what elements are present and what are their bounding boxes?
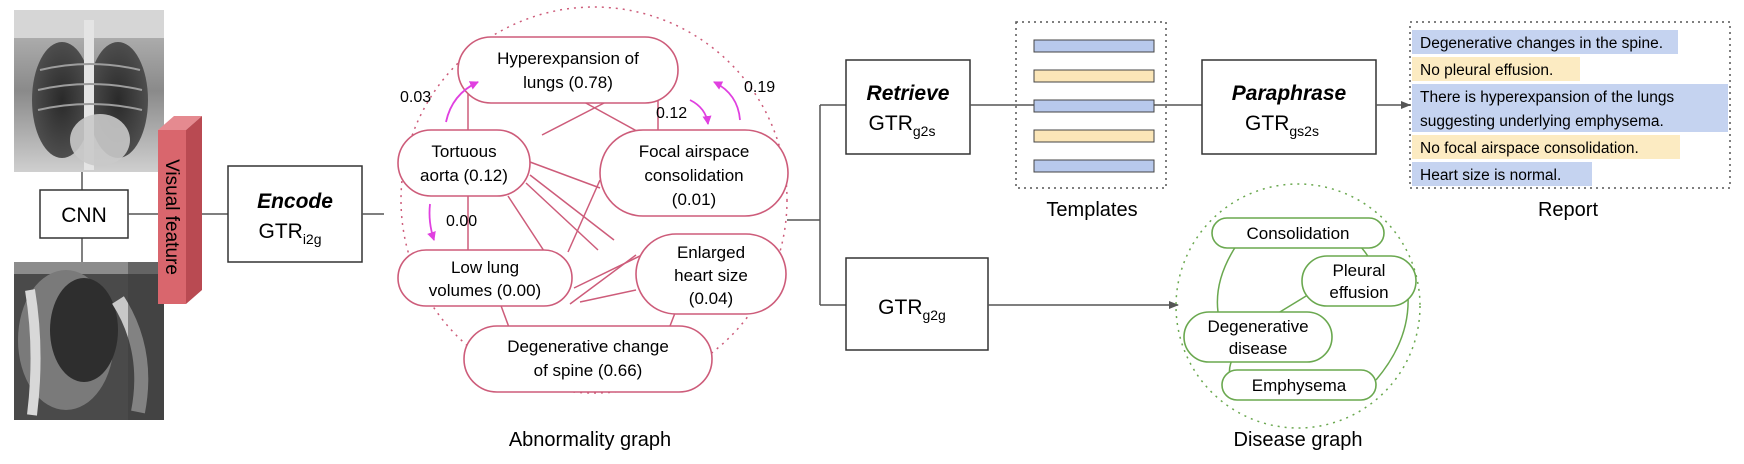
report-highlight-5: [1412, 162, 1592, 186]
report-highlight-1: [1412, 30, 1678, 54]
retrieve-gtr: GTRg2s: [869, 112, 936, 139]
edge-weight-1: 0.03: [400, 89, 431, 106]
cnn-box: CNN: [39, 189, 129, 239]
report-line-4: suggesting underlying emphysema.: [1420, 113, 1664, 130]
node-degenerative-line2: of spine (0.66): [534, 361, 643, 380]
node-tortuous-aorta: Tortuous aorta (0.12): [397, 129, 531, 197]
report-line-2: No pleural effusion.: [1420, 62, 1553, 79]
edge-weight-2: 0.19: [744, 79, 775, 96]
g2g-box: GTRg2g: [845, 257, 989, 351]
edge-weight-4: 0.00: [446, 213, 477, 230]
node-emphysema-label: Emphysema: [1252, 376, 1347, 395]
template-bar-2: [1033, 69, 1155, 83]
branch-connectors: [787, 104, 846, 306]
node-tortuous-line1: Tortuous: [431, 142, 496, 161]
node-pleural-line1: Pleural: [1333, 261, 1386, 280]
node-hyperexpansion-line1: Hyperexpansion of: [497, 49, 639, 68]
node-degenerative-disease-line2: disease: [1229, 339, 1288, 358]
template-bar-1: [1033, 39, 1155, 53]
cnn-label: CNN: [61, 204, 107, 227]
node-pleural-effusion: Pleural effusion: [1301, 255, 1417, 307]
abnormality-graph-caption: Abnormality graph: [509, 429, 671, 451]
node-tortuous-line2: aorta (0.12): [420, 166, 508, 185]
template-bar-5: [1033, 159, 1155, 173]
edge-weight-3: 0.12: [656, 105, 687, 122]
visual-feature-label: Visual feature: [161, 159, 182, 275]
node-enlarged-heart: Enlarged heart size (0.04): [635, 233, 787, 315]
retrieve-box: Retrieve GTRg2s: [845, 59, 971, 155]
node-heart-line3: (0.04): [689, 289, 733, 308]
paraphrase-gtr: GTRgs2s: [1245, 112, 1319, 139]
report-caption: Report: [1538, 199, 1598, 221]
node-focal-line3: (0.01): [672, 190, 716, 209]
g2g-gtr: GTRg2g: [878, 296, 946, 323]
node-hyperexpansion-line2: lungs (0.78): [523, 73, 613, 92]
node-degenerative-line1: Degenerative change: [507, 337, 669, 356]
paraphrase-title: Paraphrase: [1232, 82, 1347, 105]
node-focal-airspace: Focal airspace consolidation (0.01): [599, 129, 789, 217]
node-degenerative-spine: Degenerative change of spine (0.66): [463, 325, 713, 393]
encode-gtr: GTRi2g: [258, 220, 321, 247]
node-low-lung-line2: volumes (0.00): [429, 281, 541, 300]
encode-title: Encode: [257, 190, 333, 213]
attention-arrows: [427, 81, 741, 241]
xray-lateral-image: [14, 262, 164, 420]
node-focal-line1: Focal airspace: [639, 142, 750, 161]
node-focal-line2: consolidation: [644, 166, 743, 185]
node-pleural-line2: effusion: [1329, 283, 1388, 302]
node-consolidation: Consolidation: [1211, 217, 1385, 249]
disease-graph-caption: Disease graph: [1234, 429, 1363, 451]
report-box: Degenerative changes in the spine. No pl…: [1409, 21, 1731, 221]
report-line-3: There is hyperexpansion of the lungs: [1420, 89, 1674, 106]
node-consolidation-label: Consolidation: [1246, 224, 1349, 243]
report-highlight-4: [1412, 135, 1680, 159]
node-low-lung-volumes: Low lung volumes (0.00): [397, 249, 573, 307]
node-hyperexpansion: Hyperexpansion of lungs (0.78): [457, 36, 679, 104]
report-line-1: Degenerative changes in the spine.: [1420, 35, 1663, 52]
node-degenerative-disease: Degenerative disease: [1183, 311, 1333, 363]
abnormality-graph-boundary: [400, 6, 788, 394]
paraphrase-box: Paraphrase GTRgs2s: [1201, 59, 1377, 155]
abnormality-graph: Hyperexpansion of lungs (0.78) Tortuous …: [397, 6, 789, 451]
retrieve-title: Retrieve: [867, 82, 950, 105]
report-highlight-2: [1412, 57, 1580, 81]
disease-graph: Consolidation Pleural effusion Degenerat…: [1175, 183, 1421, 451]
xray-frontal-image: [14, 10, 164, 172]
encode-box: Encode GTRi2g: [227, 165, 363, 263]
disease-graph-boundary: [1175, 183, 1421, 429]
node-emphysema: Emphysema: [1221, 369, 1377, 401]
node-degenerative-disease-line1: Degenerative: [1207, 317, 1308, 336]
report-line-6: Heart size is normal.: [1420, 167, 1561, 184]
templates-caption: Templates: [1046, 199, 1137, 221]
template-bar-3: [1033, 99, 1155, 113]
node-heart-line2: heart size: [674, 266, 748, 285]
visual-feature-block: Visual feature: [158, 116, 202, 304]
templates-box: Templates: [1015, 21, 1167, 221]
report-highlight-3: [1412, 84, 1728, 132]
node-heart-line1: Enlarged: [677, 243, 745, 262]
report-line-5: No focal airspace consolidation.: [1420, 140, 1639, 157]
template-bar-4: [1033, 129, 1155, 143]
node-low-lung-line1: Low lung: [451, 258, 519, 277]
